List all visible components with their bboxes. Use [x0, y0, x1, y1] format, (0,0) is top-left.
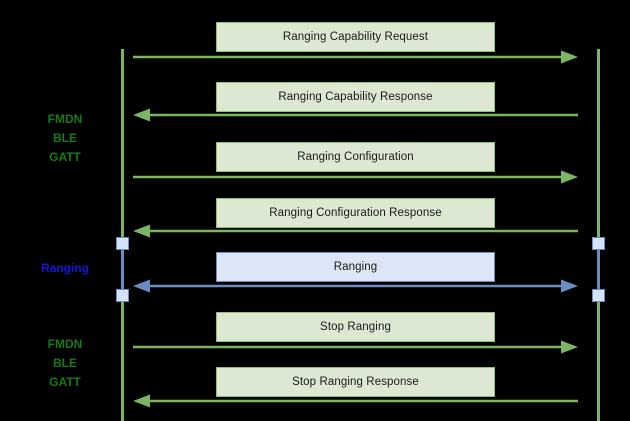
left-lifeline: [121, 49, 124, 421]
activation-node-right-end: [592, 289, 605, 302]
message-arrow-ranging-configuration: [133, 170, 578, 184]
right-lifeline: [597, 49, 600, 421]
message-box-stop-ranging-response: Stop Ranging Response: [216, 367, 495, 397]
message-box-stop-ranging: Stop Ranging: [216, 312, 495, 342]
phase-label-fmdn-ble-gatt-top: FMDN BLE GATT: [47, 112, 83, 164]
message-box-ranging-configuration-response: Ranging Configuration Response: [216, 198, 495, 228]
message-box-ranging: Ranging: [216, 252, 495, 282]
message-box-ranging-capability-request: Ranging Capability Request: [216, 22, 495, 52]
phase-label-fmdn-ble-gatt-bottom: FMDN BLE GATT: [47, 337, 83, 389]
activation-node-left-start: [116, 237, 129, 250]
phase-label-ranging: Ranging: [41, 261, 89, 275]
activation-node-right-start: [592, 237, 605, 250]
message-arrow-stop-ranging: [133, 340, 578, 354]
message-arrow-stop-ranging-response: [133, 394, 578, 408]
activation-node-left-end: [116, 289, 129, 302]
activation-bar-left: [121, 243, 124, 301]
activation-bar-right: [597, 243, 600, 301]
message-box-ranging-configuration: Ranging Configuration: [216, 142, 495, 172]
message-arrow-ranging-capability-response: [133, 108, 578, 122]
message-arrow-ranging-capability-request: [133, 50, 578, 64]
message-arrow-ranging-configuration-response: [133, 224, 578, 238]
message-box-ranging-capability-response: Ranging Capability Response: [216, 82, 495, 112]
message-arrow-ranging: [133, 279, 578, 293]
